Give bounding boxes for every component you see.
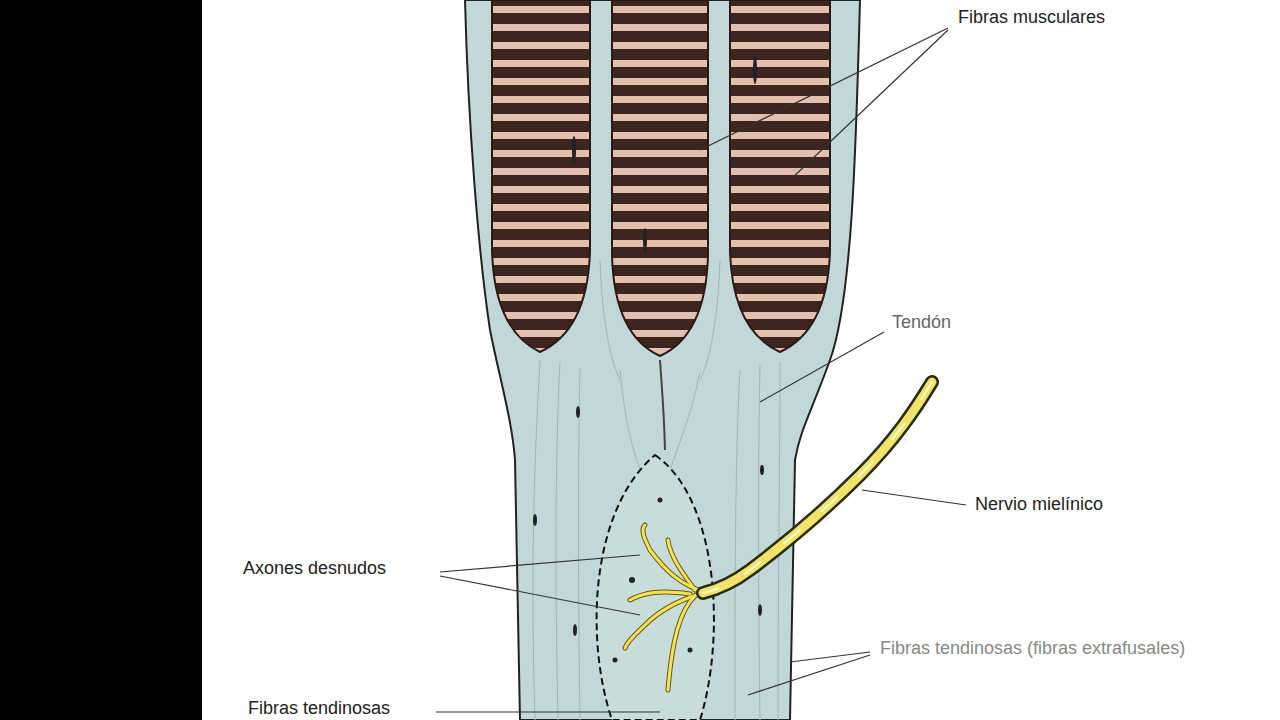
muscle-fibre bbox=[612, 0, 708, 356]
tendon-body bbox=[465, 0, 860, 720]
fibre-seam bbox=[660, 360, 665, 450]
part-label: Fibras tendinosas (fibras extrafusales) bbox=[880, 638, 1185, 658]
muscle-fibre bbox=[492, 0, 590, 352]
part-label: Fibras musculares bbox=[958, 7, 1105, 27]
part-label: Nervio mielínico bbox=[975, 494, 1103, 514]
part-label: Tendón bbox=[892, 312, 951, 332]
muscle-fibre bbox=[730, 0, 830, 352]
black-band bbox=[0, 0, 202, 720]
nuclei bbox=[533, 56, 764, 636]
capsule bbox=[597, 455, 714, 720]
part-label: Fibras tendinosas bbox=[248, 698, 390, 718]
leader-lines bbox=[436, 28, 966, 712]
myelinated-nerve bbox=[703, 382, 932, 593]
naked-axons bbox=[625, 525, 705, 690]
part-label: Axones desnudos bbox=[243, 558, 386, 578]
